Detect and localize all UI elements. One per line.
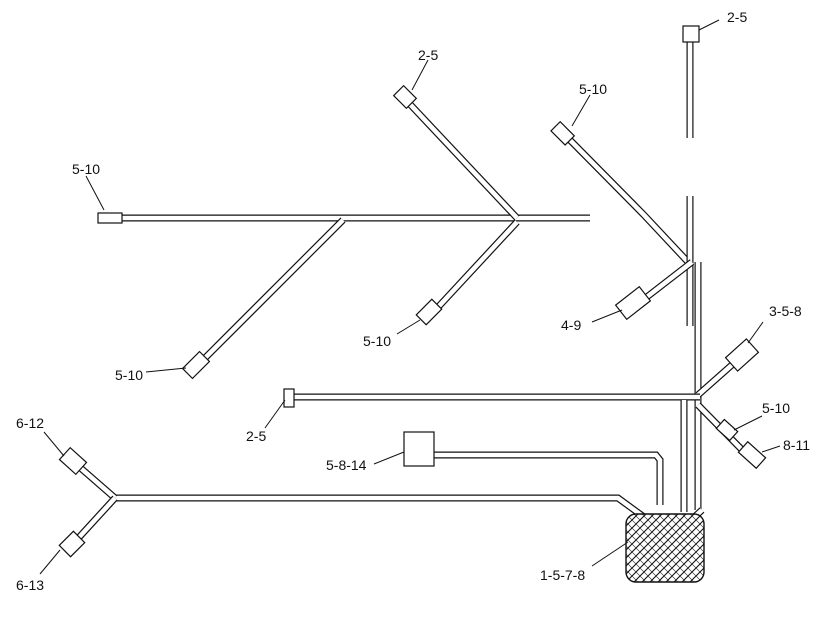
label-upper-right-branch: 5-10: [579, 81, 607, 97]
connector-right-5-10: [715, 418, 739, 442]
connector-3-5-8: [724, 338, 760, 372]
main-connector-body: [625, 513, 705, 583]
label-8-11: 8-11: [783, 437, 810, 453]
connectors: [58, 25, 767, 583]
label-mid-branch: 5-10: [363, 333, 391, 349]
connector-upper-right-branch: [550, 120, 576, 146]
label-top-right-connector: 2-5: [727, 9, 747, 25]
label-3-5-8: 3-5-8: [769, 303, 802, 319]
connector-8-11: [737, 440, 767, 470]
label-lower-left-branch: 5-10: [115, 367, 143, 383]
relay-block: [403, 431, 435, 467]
connector-top-right: [682, 25, 700, 43]
connector-top-center: [392, 84, 418, 110]
connector-mid-branch: [415, 298, 443, 326]
connector-6-13: [58, 530, 86, 558]
label-1-5-7-8: 1-5-7-8: [540, 567, 585, 583]
label-left-end: 5-10: [72, 161, 100, 177]
harness-wires: [69, 40, 755, 550]
label-middle-stub: 2-5: [246, 428, 266, 444]
callout-labels: 2-5 2-5 5-10 5-10 5-10 5-10 4-9 3-5-8 5-…: [16, 9, 810, 593]
connector-4-9: [614, 285, 652, 321]
leader-lines: [39, 19, 781, 575]
label-right-5-10: 5-10: [762, 400, 790, 416]
connector-lower-left-branch: [181, 350, 211, 380]
connector-left-end: [97, 212, 123, 224]
label-5-8-14: 5-8-14: [326, 457, 367, 473]
label-6-13: 6-13: [16, 577, 44, 593]
label-4-9: 4-9: [561, 317, 581, 333]
label-top-center-connector: 2-5: [418, 47, 438, 63]
label-6-12: 6-12: [16, 415, 44, 431]
connector-6-12: [58, 446, 88, 476]
connector-middle-stub: [283, 388, 295, 408]
